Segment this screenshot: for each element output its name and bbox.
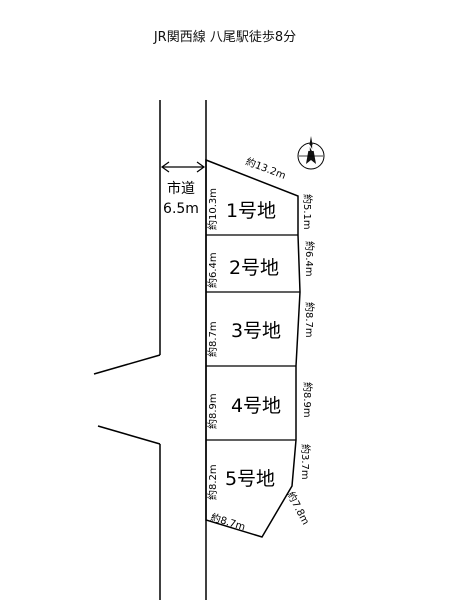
dim-right-4: 約8.9m — [301, 382, 314, 418]
station-name: JR関西線 — [153, 30, 206, 45]
lot-4-label[interactable]: 4号地 — [231, 395, 281, 417]
walk-time: 八尾駅徒歩8分 — [209, 30, 297, 45]
side-street-lower-edge — [97, 425, 161, 445]
dim-left-2: 約6.4m — [206, 252, 219, 288]
page-title: JR関西線 八尾駅徒歩8分 — [0, 26, 450, 45]
road-width-arrow — [160, 161, 206, 173]
dim-right-2: 約6.4m — [303, 241, 316, 277]
road — [93, 100, 207, 600]
dim-left-1: 約10.3m — [206, 188, 219, 230]
dim-right-3: 約8.7m — [303, 302, 316, 338]
dim-left-5: 約8.2m — [206, 464, 219, 500]
dim-right-5b: 約7.8m — [284, 489, 312, 527]
dim-bottom: 約8.7m — [209, 510, 247, 533]
lot-dividers — [206, 234, 300, 441]
lot-2-label[interactable]: 2号地 — [229, 257, 279, 279]
dim-right-1: 約5.1m — [301, 194, 314, 230]
side-street-upper-edge — [93, 354, 161, 375]
road-name: 市道 — [167, 180, 195, 197]
lot-1-label[interactable]: 1号地 — [226, 200, 276, 222]
site-boundary — [205, 158, 301, 538]
dim-left-4: 約8.9m — [206, 393, 219, 429]
road-width: 6.5m — [163, 201, 199, 217]
north-label: N — [308, 144, 315, 153]
lot-5-label[interactable]: 5号地 — [225, 468, 275, 490]
north-arrow-icon — [297, 136, 325, 170]
dim-right-5a: 約3.7m — [299, 444, 312, 480]
dim-left-3: 約8.7m — [206, 321, 219, 357]
lot-3-label[interactable]: 3号地 — [231, 320, 281, 342]
